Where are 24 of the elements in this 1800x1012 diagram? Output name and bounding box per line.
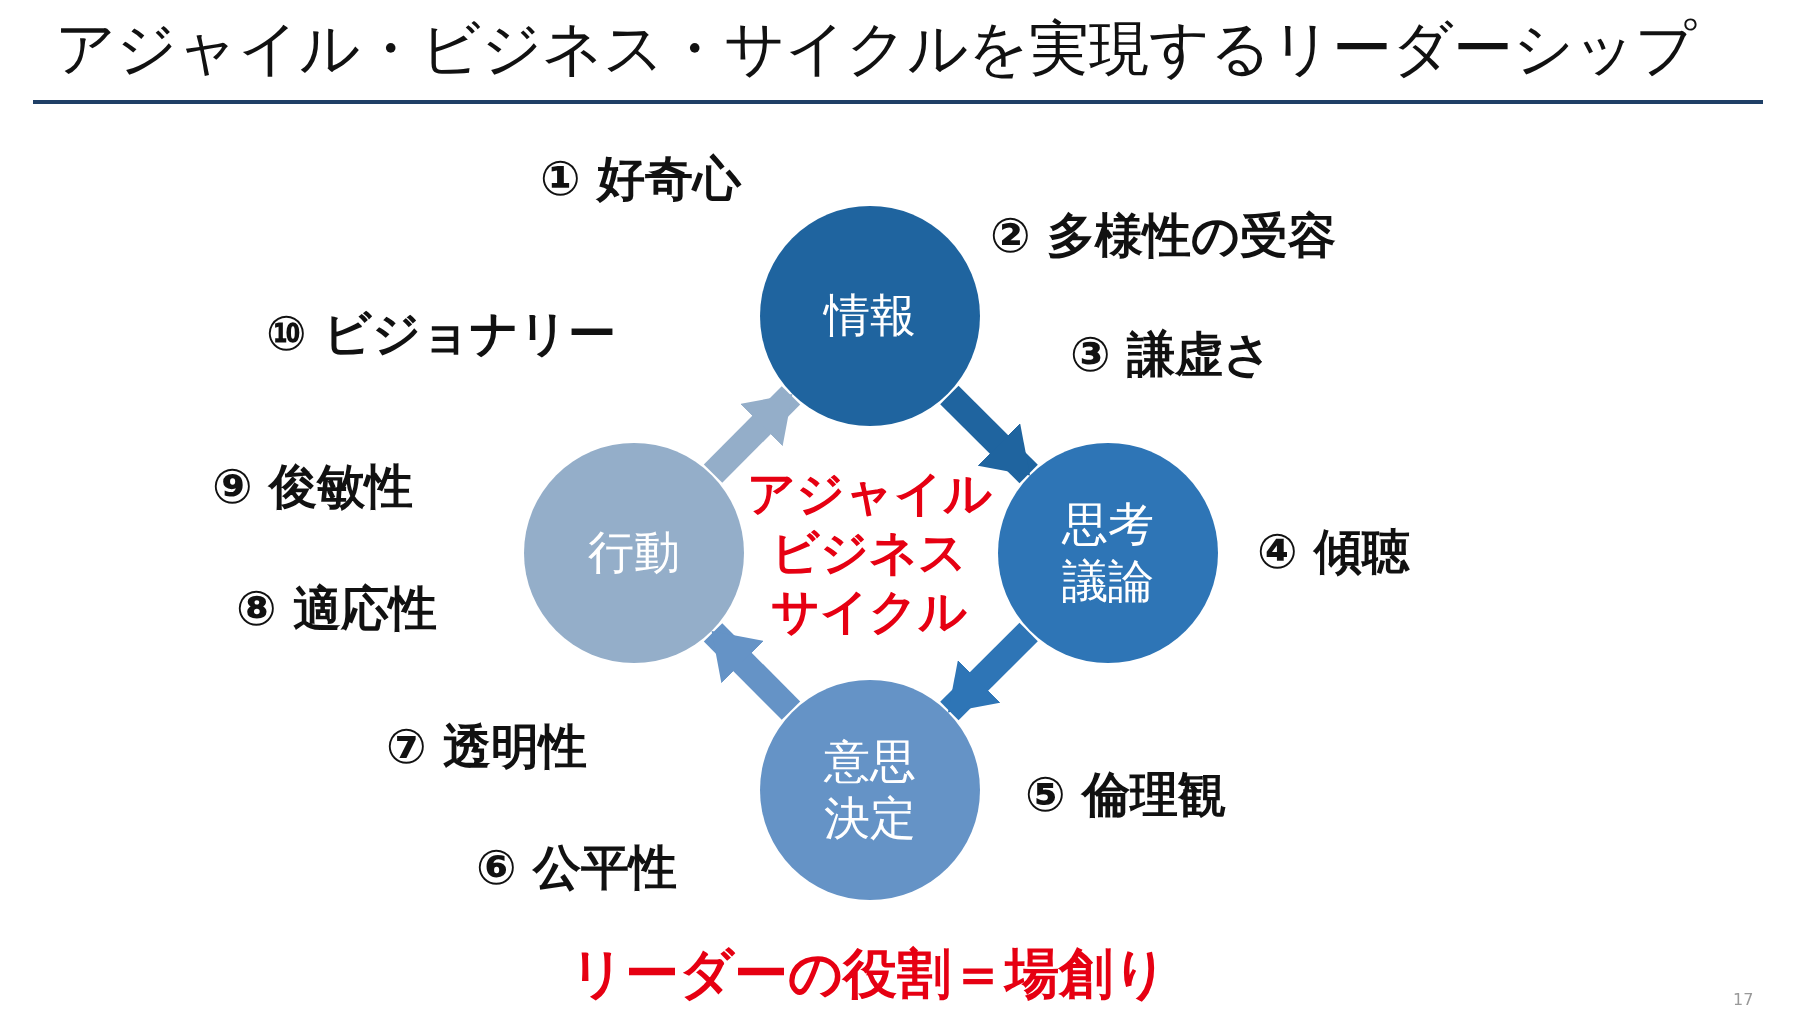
trait-label: ⑥ 公平性 xyxy=(476,838,678,897)
center-title: アジャイル xyxy=(746,466,992,522)
stage-label: 思考議論 xyxy=(1061,495,1155,610)
slide-title: アジャイル・ビジネス・サイクルを実現するリーダーシップ xyxy=(55,12,1696,84)
stage-label: 意思決定 xyxy=(823,732,917,847)
center-title: サイクル xyxy=(771,584,967,640)
trait-label: ⑩ ビジョナリー xyxy=(266,304,617,363)
trait-label: ④ 傾聴 xyxy=(1257,522,1411,581)
block-arrow xyxy=(940,622,1038,721)
trait-label: ⑦ 透明性 xyxy=(386,717,588,776)
block-arrow xyxy=(940,385,1038,484)
trait-label: ① 好奇心 xyxy=(540,149,742,208)
block-arrow xyxy=(703,623,801,720)
stage-label: 情報 xyxy=(822,287,917,345)
center-title: ビジネス xyxy=(771,525,967,581)
trait-label: ⑧ 適応性 xyxy=(236,579,438,638)
page-number: 17 xyxy=(1733,989,1754,1011)
trait-label: ② 多様性の受容 xyxy=(990,206,1337,265)
caption: リーダーの役割＝場創り xyxy=(570,940,1168,1007)
stage-label: 行動 xyxy=(587,524,681,582)
trait-label: ⑤ 倫理観 xyxy=(1025,765,1227,824)
trait-label: ⑨ 俊敏性 xyxy=(212,457,414,516)
trait-label: ③ 謙虚さ xyxy=(1070,325,1273,384)
block-arrow xyxy=(703,386,801,483)
